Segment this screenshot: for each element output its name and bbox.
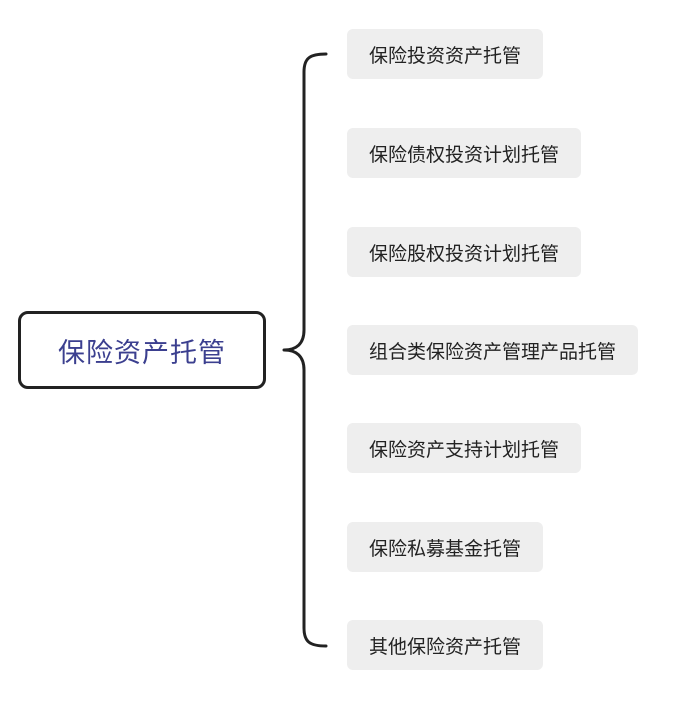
child-node[interactable]: 保险股权投资计划托管 bbox=[347, 227, 582, 277]
child-node-label: 其他保险资产托管 bbox=[369, 635, 522, 658]
child-node-label: 保险投资资产托管 bbox=[369, 44, 522, 67]
root-node-label: 保险资产托管 bbox=[58, 337, 226, 369]
child-node[interactable]: 保险投资资产托管 bbox=[347, 29, 544, 79]
child-node-label: 保险债权投资计划托管 bbox=[369, 143, 560, 166]
child-node[interactable]: 保险资产支持计划托管 bbox=[347, 423, 582, 473]
child-node[interactable]: 保险债权投资计划托管 bbox=[347, 128, 582, 178]
child-node-label: 组合类保险资产管理产品托管 bbox=[369, 340, 617, 363]
child-node-label: 保险股权投资计划托管 bbox=[369, 242, 560, 265]
brace-connector bbox=[282, 52, 328, 648]
brace-path bbox=[282, 52, 328, 648]
root-node[interactable]: 保险资产托管 bbox=[18, 311, 266, 389]
child-node[interactable]: 其他保险资产托管 bbox=[347, 620, 544, 670]
child-node[interactable]: 组合类保险资产管理产品托管 bbox=[347, 325, 639, 375]
child-node-label: 保险资产支持计划托管 bbox=[369, 438, 560, 461]
child-node[interactable]: 保险私募基金托管 bbox=[347, 522, 544, 572]
child-node-label: 保险私募基金托管 bbox=[369, 537, 522, 560]
